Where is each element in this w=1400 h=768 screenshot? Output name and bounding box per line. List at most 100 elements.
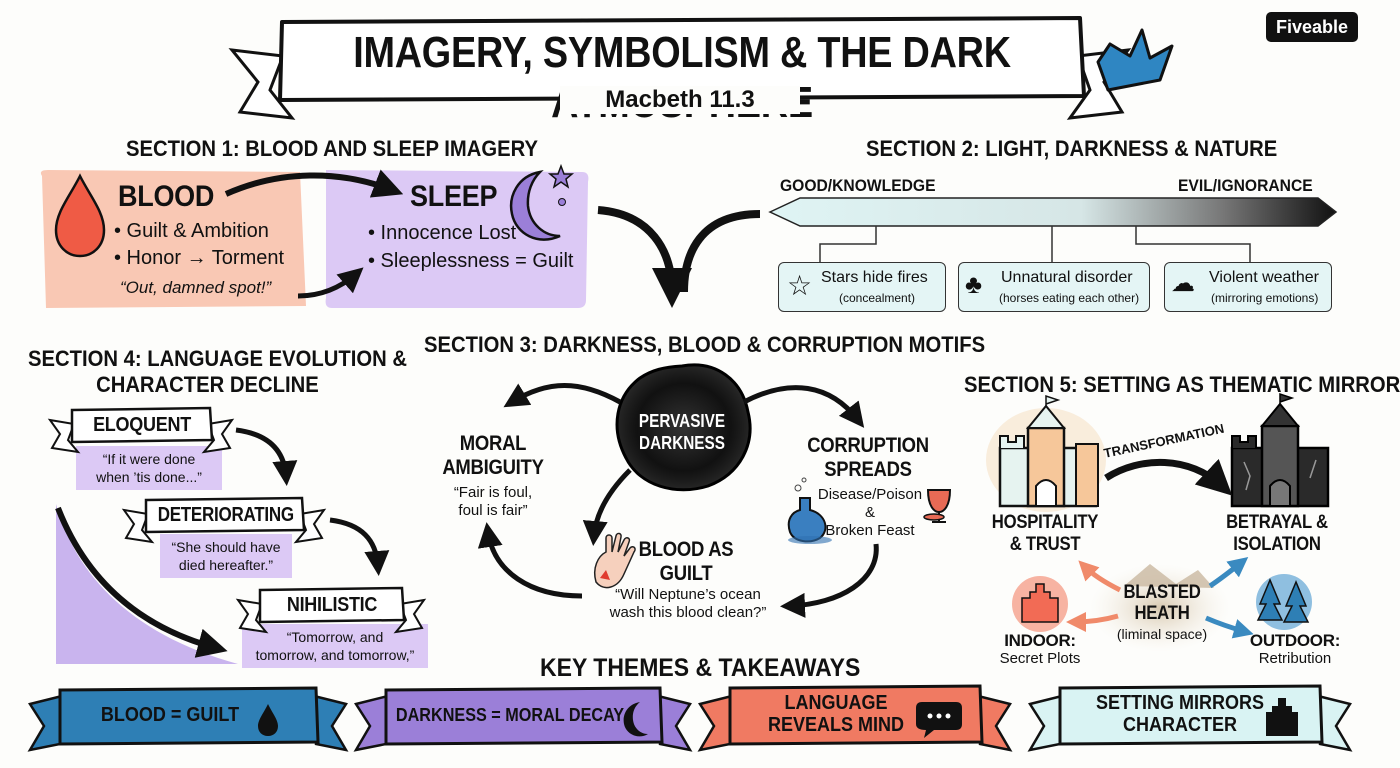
blood-guilt-quote: “Will Neptune’s ocean wash this blood cl… [598,586,778,622]
blood-guilt-heading: BLOOD AS GUILT [631,538,740,586]
section4-title-line-2: CHARACTER DECLINE [96,372,319,397]
eloquent-quote-1: “If it were done [102,451,196,467]
card-sub: (mirroring emotions) [1211,291,1319,305]
corruption-body-1: Disease/Poison [817,486,923,503]
banner-4-line-1: SETTING MIRRORS [1095,692,1264,714]
blood-box [40,170,306,308]
hospitality-line-2: & TRUST [1009,534,1081,555]
moral-line-2: AMBIGUITY [442,456,544,479]
star-small-icon [547,163,575,189]
indoor-line-1: INDOOR: [1004,631,1076,650]
stage-nihilistic-label: NIHILISTIC [286,594,378,616]
brand-badge[interactable]: Fiveable [1266,12,1358,42]
quote-box-2 [160,534,292,578]
heath-line-1: BLASTED [1123,582,1201,603]
corruption-body: Disease/Poison & Broken Feast [810,486,930,540]
outdoor-label: OUTDOOR: Retribution [1240,632,1350,668]
section1-title: SECTION 1: BLOOD AND SLEEP IMAGERY [126,136,538,161]
quote-box-1 [76,446,222,490]
moon-icon [509,170,561,241]
betrayal-line-2: ISOLATION [1233,534,1321,555]
hospitality-line-1: HOSPITALITY [991,512,1099,533]
ribbon-nihilistic [235,586,427,634]
blood-guilt-line-2: GUILT [659,562,713,585]
section2-title: SECTION 2: LIGHT, DARKNESS & NATURE [866,136,1278,161]
blood-guilt-line-1: BLOOD AS [638,538,734,561]
stage-deteriorating-label: DETERIORATING [157,504,294,526]
crown-icon [1096,28,1174,92]
card-title: Stars hide fires [821,269,928,286]
stage-deteriorating-quote: “She should have died hereafter.” [160,538,292,574]
goblet-icon [923,489,952,523]
poison-flask-icon [787,477,832,544]
banner-darkness [353,686,693,752]
sleep-item-1: • Innocence Lost [368,222,517,244]
sleep-heading: SLEEP [410,180,498,213]
hospitality-label: HOSPITALITY & TRUST [988,512,1102,556]
spectrum-bar [768,197,1338,227]
blood-drop-icon [54,173,106,258]
page-subtitle: Macbeth 11.3 [560,86,800,114]
sleep-item-2: • Sleeplessness = Guilt [368,250,574,272]
blood-quote-2: wash this blood clean?” [609,604,767,621]
spectrum-left-label: GOOD/KNOWLEDGE [780,176,936,195]
spectrum-right-label: EVIL/IGNORANCE [1178,176,1313,195]
nature-card-disorder: ♣ Unnatural disorder (horses eating each… [958,262,1150,312]
banner-blood-guilt [27,686,349,752]
corruption-body-2: & [864,504,875,521]
card-sub: (concealment) [839,291,916,305]
tree-icon: ♣ [965,269,983,299]
heath-sub: (liminal space) [1116,626,1208,642]
quote-box-3 [242,624,428,668]
corruption-line-1: CORRUPTION [807,434,929,457]
banner-blood-guilt-label: BLOOD = GUILT [70,704,270,726]
banner-setting-label: SETTING MIRRORS CHARACTER [1080,692,1280,736]
heath-line-2: HEATH [1134,603,1190,624]
banner-language-label: LANGUAGE REVEALS MIND [756,692,916,736]
star-icon: ☆ [787,270,813,301]
banner-3-line-2: REVEALS MIND [767,714,905,736]
betrayal-line-1: BETRAYAL & [1226,512,1328,533]
card-title: Violent weather [1209,269,1319,286]
drop-icon [258,704,278,736]
outdoor-line-2: Retribution [1258,650,1332,667]
moral-ambiguity-heading: MORAL AMBIGUITY [436,432,550,480]
pervasive-darkness-label: PERVASIVE DARKNESS [631,410,733,454]
blasted-heath-label: BLASTED HEATH [1116,582,1208,624]
ribbon-eloquent [47,406,235,454]
deteriorating-quote-2: died hereafter.” [178,557,274,573]
crescent-icon [623,702,648,737]
corruption-heading: CORRUPTION SPREADS [799,434,936,482]
storm-cloud-icon: ☁ [1171,270,1195,297]
outdoor-line-1: OUTDOOR: [1249,631,1341,650]
moral-line-1: MORAL [459,432,527,455]
card-title: Unnatural disorder [1001,269,1133,286]
blood-item-2: • Honor → Torment [114,247,285,269]
blood-quote-1: “Will Neptune’s ocean [615,586,761,603]
section5-title: SECTION 5: SETTING AS THEMATIC MIRROR [964,372,1400,397]
betrayal-label: BETRAYAL & ISOLATION [1220,512,1334,556]
blood-item-1: • Guilt & Ambition [114,220,269,242]
nihilistic-quote-2: tomorrow, and tomorrow,” [255,647,415,663]
indoor-line-2: Secret Plots [999,650,1081,667]
corruption-line-2: SPREADS [824,458,912,481]
light-castle-icon [986,394,1106,512]
eloquent-quote-2: when ’tis done...” [96,469,202,485]
deteriorating-quote-1: “She should have [171,539,281,555]
section4-title: SECTION 4: LANGUAGE EVOLUTION & CHARACTE… [28,346,407,398]
banner-darkness-label: DARKNESS = MORAL DECAY [380,704,640,726]
banner-language [697,684,1013,752]
indoor-castle-icon [1012,576,1068,632]
stage-eloquent-label: ELOQUENT [93,414,191,436]
banner-2-line-1: DARKNESS = MORAL DECAY [395,705,625,725]
speech-bubble-icon [916,702,962,738]
moral-quote-1: “Fair is foul, [453,484,533,501]
nature-card-weather: ☁ Violent weather (mirroring emotions) [1164,262,1332,312]
bloody-hand-icon [594,532,636,589]
banner-3-line-1: LANGUAGE [784,692,888,714]
dark-castle-icon [1230,392,1330,508]
section3-title: SECTION 3: DARKNESS, BLOOD & CORRUPTION … [424,332,986,357]
themes-title: KEY THEMES & TAKEAWAYS [540,654,861,682]
nihilistic-quote-1: “Tomorrow, and [286,629,384,645]
